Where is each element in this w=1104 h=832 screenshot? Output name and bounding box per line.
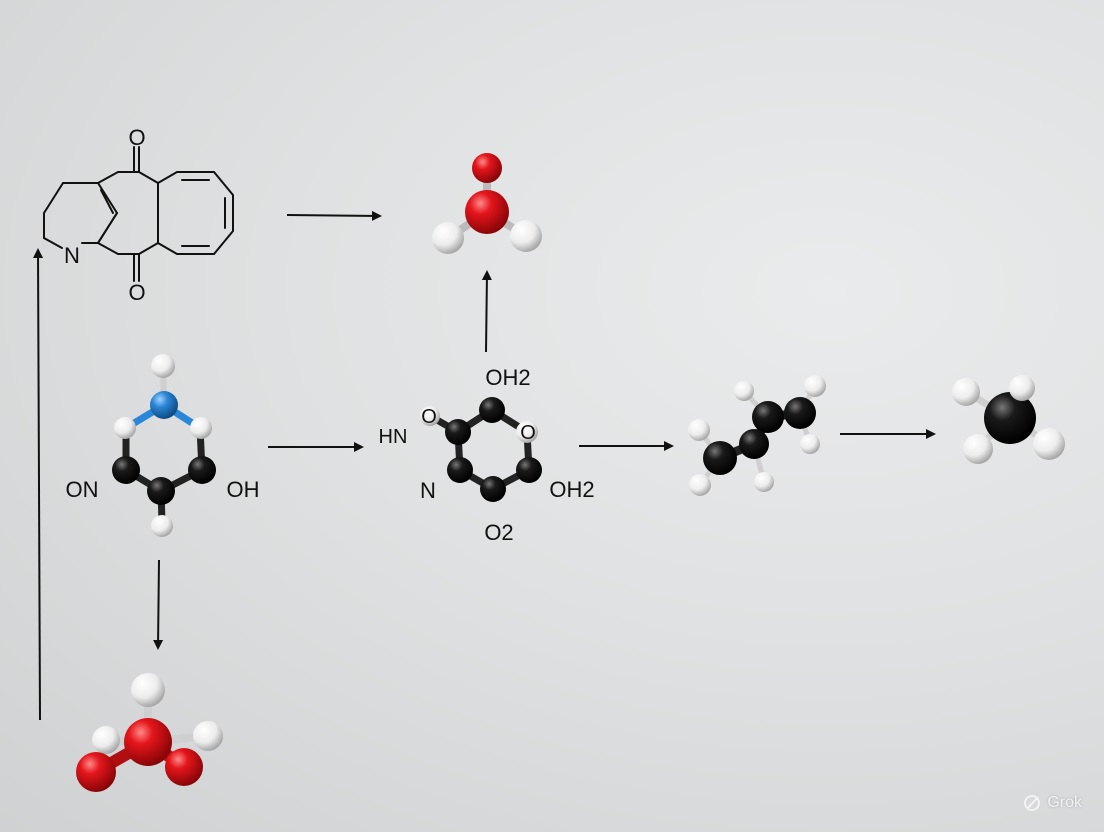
carbon-atom: [703, 441, 737, 475]
oxygen-atom: [165, 748, 203, 786]
carbon-atom: [479, 397, 505, 423]
hydrogen-atom: [131, 673, 165, 707]
hydrogen-atom: [804, 375, 826, 397]
hydrogen-atom: [688, 419, 710, 441]
atom-label-hn: HN: [379, 426, 408, 448]
hydrogen-atom: [1033, 428, 1065, 460]
oxygen-atom: [420, 406, 440, 426]
carbon-atom: [445, 419, 471, 445]
atom-label-o-left: O: [421, 406, 437, 428]
oxygen-atom: [516, 421, 538, 443]
oxygen-atom: [124, 718, 172, 766]
carbon-atom: [784, 397, 816, 429]
oxygen-atom: [465, 190, 509, 234]
hydrogen-atom: [151, 515, 173, 537]
hydrogen-atom: [800, 434, 820, 454]
atom-label-oh2-top: OH2: [485, 365, 530, 390]
group-label-oh: OH: [227, 477, 260, 502]
atom-label-o-ring: O: [520, 422, 536, 444]
ball-model-right-chain: [688, 375, 826, 496]
carbon-atom: [984, 392, 1036, 444]
skeletal-structure-top-left: [43, 146, 234, 282]
oxygen-atom: [472, 153, 502, 183]
hydrogen-atom: [190, 417, 212, 439]
carbon-atom: [447, 457, 473, 483]
ball-model-methane: [952, 375, 1065, 464]
ball-model-left-ring: [112, 354, 216, 537]
atom-label-oh2-right: OH2: [549, 477, 594, 502]
group-label-on: ON: [66, 477, 99, 502]
hydrogen-atom: [92, 726, 120, 754]
oxygen-atom: [76, 752, 116, 792]
ball-model-center-ring: [420, 397, 542, 502]
grok-logo-icon: [1024, 795, 1041, 811]
watermark: Grok: [1023, 794, 1082, 812]
ball-model-top-center: [432, 153, 542, 254]
arrow-up-far-left: [33, 248, 44, 721]
hydrogen-atom: [114, 417, 136, 439]
ball-model-bottom-left: [76, 673, 223, 792]
carbon-atom: [739, 429, 769, 459]
carbon-atom: [188, 456, 216, 484]
hydrogen-atom: [193, 721, 223, 751]
hydrogen-atom: [1009, 375, 1035, 401]
hydrogen-atom: [963, 434, 993, 464]
watermark-text: Grok: [1047, 794, 1082, 811]
carbon-atom: [147, 477, 175, 505]
arrow-down-left: [153, 559, 164, 650]
carbon-atom: [480, 476, 506, 502]
atom-label-o-top: O: [128, 125, 145, 150]
carbon-atom: [752, 401, 784, 433]
arrow-up-center: [481, 270, 492, 353]
carbon-atom: [112, 456, 140, 484]
carbon-atom: [516, 457, 542, 483]
hydrogen-atom: [952, 378, 980, 406]
arrow-right-top: [286, 210, 382, 221]
atom-label-o2-bottom: O2: [484, 520, 513, 545]
hydrogen-atom: [734, 381, 754, 401]
atom-label-n: N: [64, 243, 80, 268]
hydrogen-atom: [510, 220, 542, 252]
hydrogen-atom: [689, 474, 711, 496]
hydrogen-atom: [754, 472, 774, 492]
atom-label-o-bottom: O: [128, 280, 145, 305]
hydrogen-atom: [432, 222, 464, 254]
nitrogen-atom: [150, 391, 178, 419]
atom-label-n-center: N: [420, 478, 436, 503]
hydrogen-atom: [151, 354, 175, 378]
